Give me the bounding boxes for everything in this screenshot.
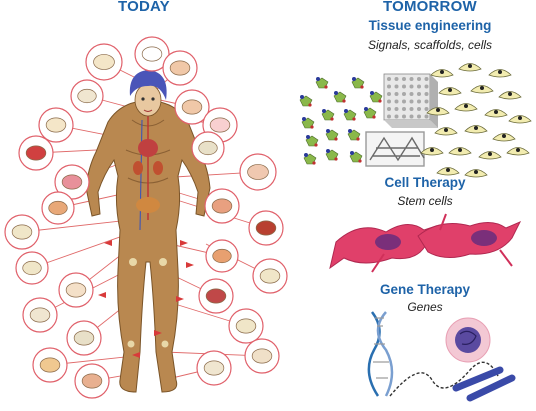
cell-therapy-title: Cell Therapy [384,175,466,190]
jaw-icon [70,79,104,113]
gene-therapy-title: Gene Therapy [379,282,471,297]
arrows [98,240,194,358]
bladder-icon [205,239,239,273]
skull-icon [85,43,123,81]
today-diagram [4,36,288,399]
eye-icon [134,36,170,72]
arm-bone-icon [228,308,264,344]
blood-vessel-icon [198,278,234,314]
dna-helix [367,311,516,402]
foot-bones-icon [196,350,232,386]
nose-icon [162,50,198,86]
hip-joint-icon [15,251,49,285]
heart-icon [18,135,54,171]
tissue-engineering-subtitle: Signals, scaffolds, cells [367,38,493,52]
spine-icon [38,107,74,143]
tomorrow-heading: TOMORROW [383,0,477,15]
pelvis-icon [4,214,40,250]
chromosome [452,366,516,402]
tissue-engineering-title: Tissue engineering [368,18,492,33]
leg-bones-icon [22,297,58,333]
breast-icon [239,153,277,191]
scaffold-block [383,73,438,128]
ankle-icon [244,338,280,374]
gene-therapy-subtitle: Genes [407,300,443,314]
skin-icon [32,347,68,383]
today-heading: TODAY [118,0,170,15]
hand-icon [58,272,94,308]
lattice-scaffold [365,131,425,167]
liver-icon [248,210,284,246]
finger-bones-icon [252,258,288,294]
lungs-icon [54,164,90,200]
stomach-icon [204,188,240,224]
foot-icon [74,363,110,399]
knee-cartilage-icon [191,131,225,165]
human-body-figure [85,70,211,393]
scaffold-cells [420,63,532,178]
intestine-icon [41,191,75,225]
ear-icon [174,89,210,125]
stem-cells [329,213,522,273]
knee-joint-icon [66,320,102,356]
cell-therapy-subtitle: Stem cells [397,194,453,208]
